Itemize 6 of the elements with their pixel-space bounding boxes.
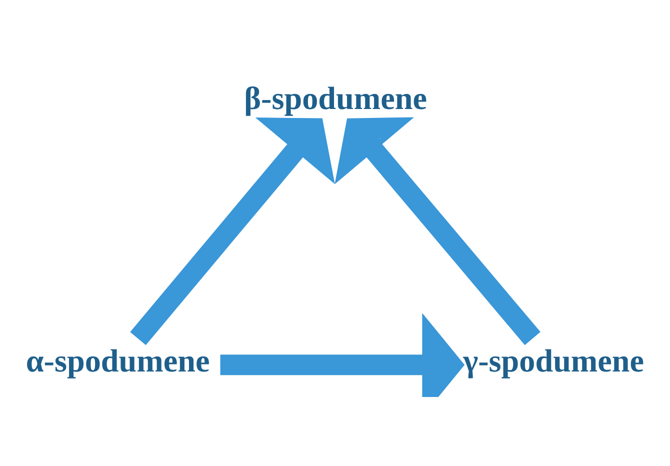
arrow	[220, 312, 465, 396]
arrow	[130, 116, 335, 345]
node-text: α-spodumene	[26, 342, 210, 378]
node-text: β-spodumene	[244, 79, 427, 116]
arrow	[334, 116, 540, 345]
node-text: γ-spodumene	[463, 342, 644, 378]
